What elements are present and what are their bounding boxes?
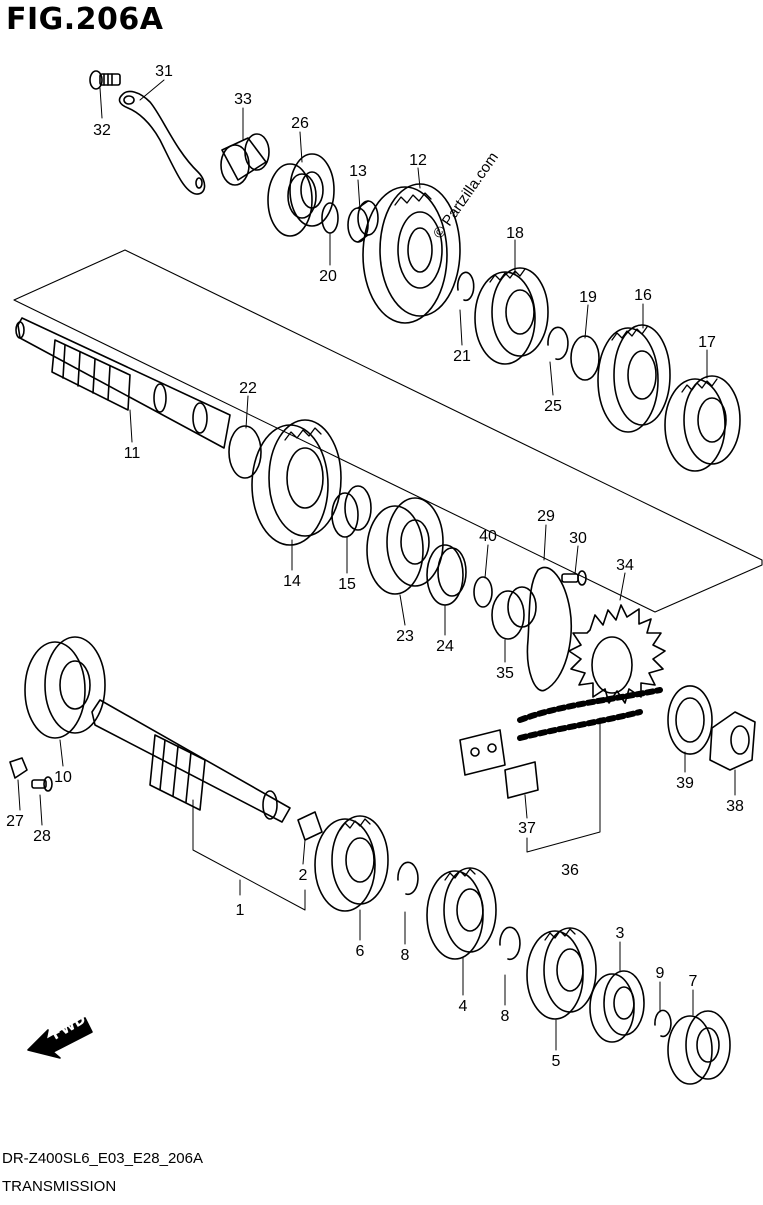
callout-2: 2 [299,867,308,884]
callout-29: 29 [537,508,555,525]
part-33-bushing [220,133,270,186]
callout-33: 33 [234,91,252,108]
callout-12: 12 [409,152,427,169]
figure-title: FIG.206A [6,2,164,37]
callout-1: 1 [236,902,245,919]
part-18-gear [474,267,549,365]
callout-16: 16 [634,287,652,304]
leader-lines [17,79,736,1051]
part-2-bushing [297,811,323,841]
part-14-gear [251,419,342,546]
callout-numbers: 32 31 33 26 13 12 20 18 21 19 16 17 25 2… [6,63,744,1070]
part-12-gear [362,183,461,324]
callout-34: 34 [616,557,634,574]
callout-9: 9 [656,965,665,982]
part-4-gear [426,867,497,960]
callout-25: 25 [544,398,562,415]
callout-27: 27 [6,813,24,830]
callout-8-upper: 8 [401,947,410,964]
part-20-washer [321,202,339,234]
part-34-sprocket [568,604,666,704]
part-5-gear [526,927,597,1020]
part-22-washer [228,425,262,479]
callout-37: 37 [518,820,536,837]
part-11-countershaft [15,317,231,449]
part-31-lever [118,90,206,195]
callout-8-lower: 8 [501,1008,510,1025]
part-10-bearing [24,636,106,739]
callout-10: 10 [54,769,72,786]
callout-13: 13 [349,163,367,180]
part-8-circlip-a [397,861,419,896]
part-27-plate [9,757,28,779]
part-37-chain-joint [459,729,539,799]
part-28-screw [31,776,53,792]
part-23-bearing [366,497,444,595]
part-8-circlip-b [499,926,521,961]
part-19-washer [570,335,600,381]
callout-30: 30 [569,530,587,547]
callout-32: 32 [93,122,111,139]
part-7-bearing [667,1010,731,1085]
part-21-circlip [456,271,475,302]
callout-38: 38 [726,798,744,815]
callout-24: 24 [436,638,454,655]
part-9-circlip [654,1009,672,1038]
callout-20: 20 [319,268,337,285]
part-17-gear [664,375,741,472]
callout-35: 35 [496,665,514,682]
callout-26: 26 [291,115,309,132]
callout-7: 7 [689,973,698,990]
callout-28: 28 [33,828,51,845]
part-40-o-ring [473,576,493,608]
part-29-plate [526,566,573,692]
callout-6: 6 [356,943,365,960]
callout-22: 22 [239,380,257,397]
part-39-lock-washer [667,685,713,755]
callout-31: 31 [155,63,173,80]
part-25-circlip [547,326,569,361]
callout-39: 39 [676,775,694,792]
part-32-screw [89,70,121,90]
callout-17: 17 [698,334,716,351]
diagram-code: DR-Z400SL6_E03_E28_206A [2,1150,203,1167]
callout-36: 36 [561,862,579,879]
callout-18: 18 [506,225,524,242]
part-38-nut [709,711,756,771]
callout-21: 21 [453,348,471,365]
callout-40: 40 [479,528,497,545]
part-13-bushing [347,200,379,243]
part-26-bearing [267,153,335,237]
part-30-bolt [561,570,587,586]
part-1-mainshaft [91,699,291,823]
part-36-chain [517,687,663,741]
callout-19: 19 [579,289,597,306]
part-35-spacer [491,586,537,640]
part-3-gear [589,970,645,1043]
part-15-bushing [331,485,372,538]
part-6-gear [314,815,389,912]
callout-5: 5 [552,1053,561,1070]
callout-3: 3 [616,925,625,942]
callout-15: 15 [338,576,356,593]
callout-11: 11 [124,445,141,462]
callout-4: 4 [459,998,468,1015]
callout-23: 23 [396,628,414,645]
callout-14: 14 [283,573,301,590]
group-frame [13,249,763,613]
diagram-name: TRANSMISSION [2,1178,117,1195]
part-16-gear [597,324,671,433]
fwd-arrow: FWD [27,1011,93,1059]
